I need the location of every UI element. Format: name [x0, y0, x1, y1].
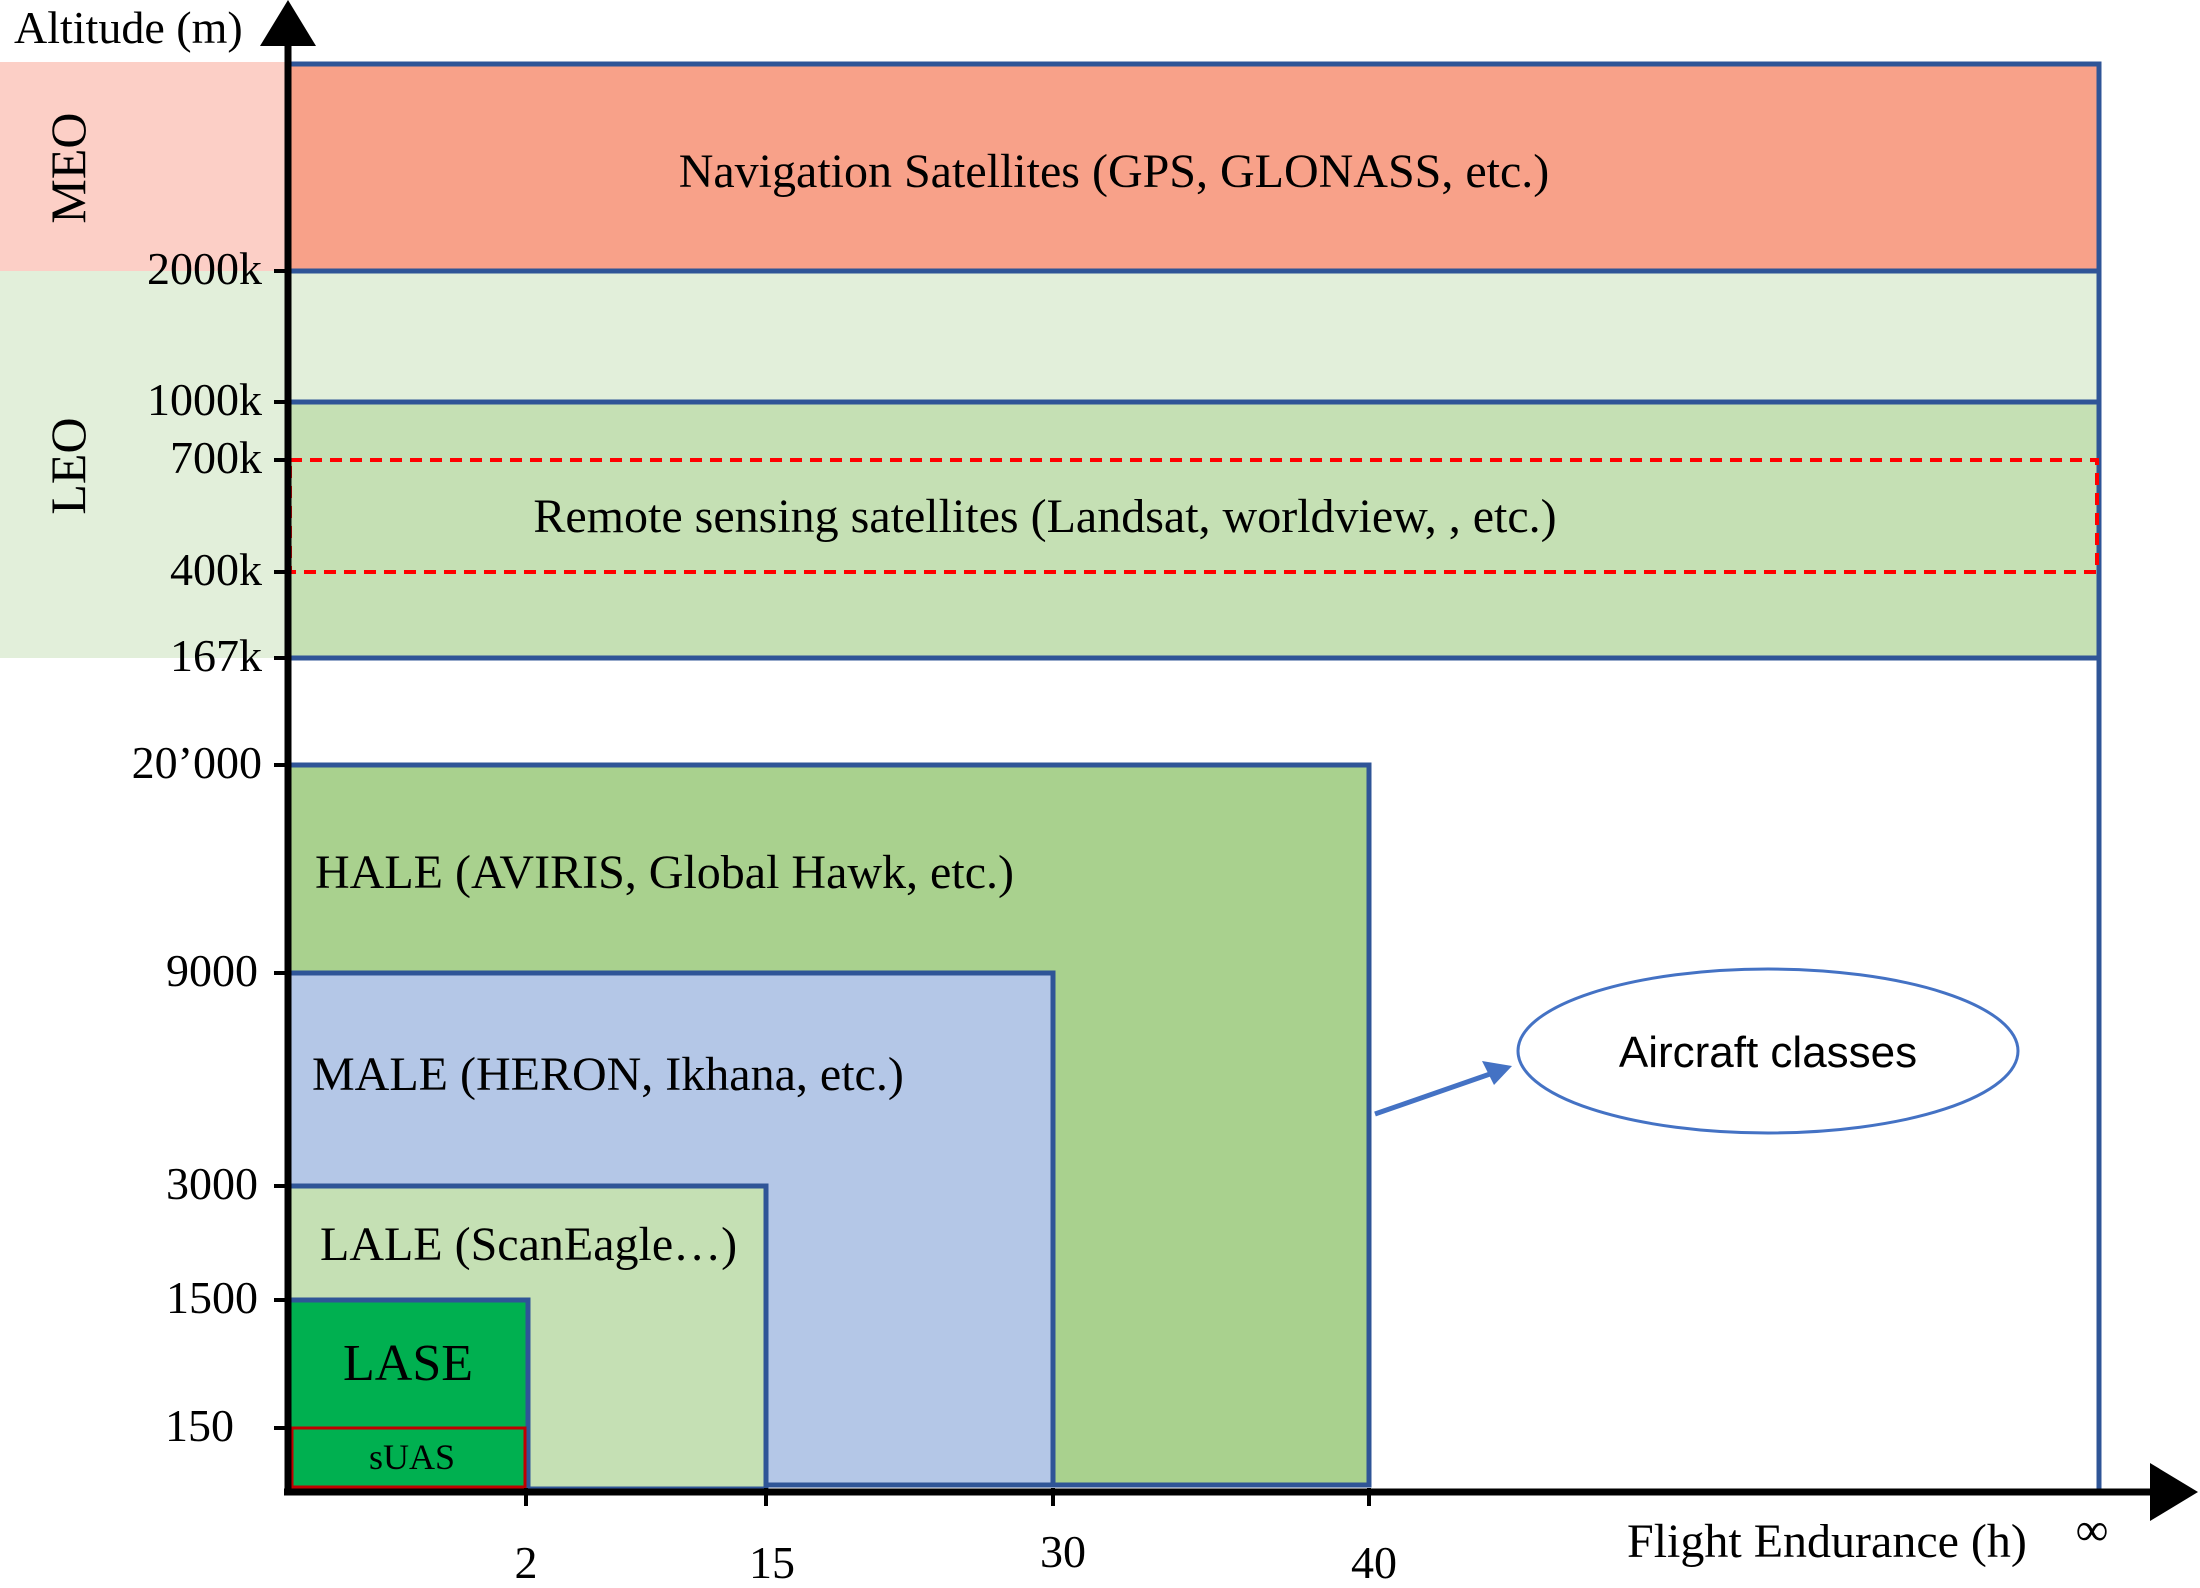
y-tick-label: 1500: [166, 1272, 258, 1323]
leo-band-label: LEO: [40, 417, 96, 514]
meo-band-label: MEO: [40, 112, 96, 223]
leo-band: [0, 271, 288, 658]
meo-band: [0, 62, 288, 271]
x-tick-label: 30: [1040, 1526, 1086, 1577]
remote-sensing-label: Remote sensing satellites (Landsat, worl…: [533, 490, 1556, 543]
suas-label: sUAS: [369, 1437, 455, 1477]
hale-label: HALE (AVIRIS, Global Hawk, etc.): [315, 846, 1014, 899]
y-tick-label: 1000k: [147, 374, 262, 425]
upper-leo-region: [285, 268, 2102, 405]
y-tick-label: 20’000: [132, 737, 262, 788]
callout-arrow: [1374, 1071, 1491, 1117]
x-tick-label-infinity: ∞: [2076, 1504, 2109, 1555]
suas-region: [290, 1426, 527, 1489]
lase-label: LASE: [343, 1335, 473, 1392]
y-axis-title: Altitude (m): [14, 2, 243, 53]
callout-arrowhead: [1482, 1061, 1512, 1085]
male-label: MALE (HERON, Ikhana, etc.): [312, 1048, 904, 1101]
y-tick-label: 3000: [166, 1158, 258, 1209]
y-tick-label: 400k: [170, 544, 262, 595]
y-tick-label: 9000: [166, 945, 258, 996]
aircraft-classes-callout: [1516, 967, 2020, 1135]
y-tick-label: 700k: [170, 432, 262, 483]
x-axis-title: Flight Endurance (h): [1627, 1515, 2027, 1568]
aircraft-classes-label: Aircraft classes: [1619, 1028, 1917, 1077]
y-tick-label: 150: [165, 1400, 234, 1451]
y-tick-label: 2000k: [147, 243, 262, 294]
lale-label: LALE (ScanEagle…): [320, 1218, 737, 1271]
x-tick-label: 40: [1351, 1537, 1397, 1583]
navigation-satellites-label: Navigation Satellites (GPS, GLONASS, etc…: [679, 145, 1550, 198]
x-axis-arrowhead: [2150, 1463, 2198, 1521]
y-tick-marks: [274, 269, 290, 1430]
x-tick-label: 2: [515, 1537, 538, 1583]
y-tick-label: 167k: [170, 630, 262, 681]
x-tick-marks: [524, 1488, 1371, 1506]
y-axis-arrowhead: [260, 0, 316, 46]
x-tick-label: 15: [749, 1537, 795, 1583]
